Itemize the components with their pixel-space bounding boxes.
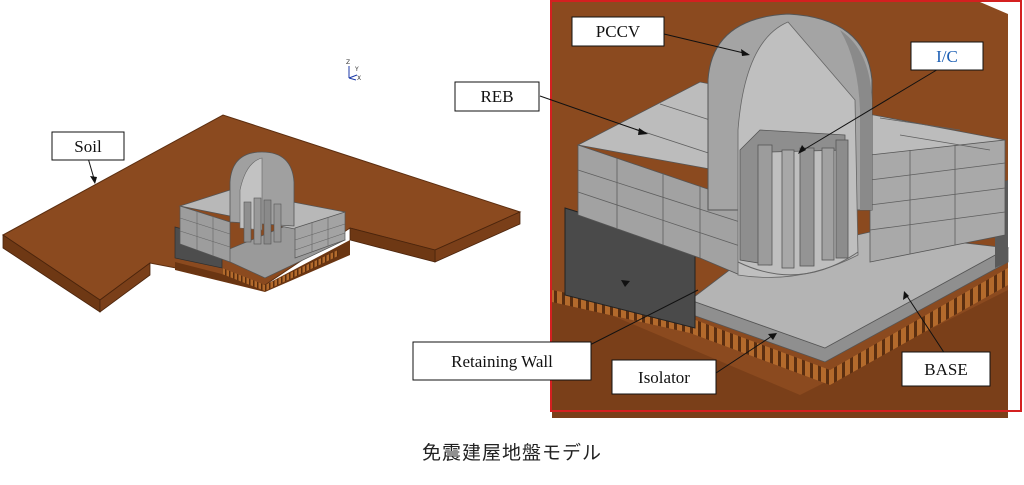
soil-side-inner — [349, 227, 436, 263]
zoom-frame — [550, 0, 1022, 412]
leader-arrowheads — [621, 49, 909, 340]
reb-small-grid — [179, 211, 346, 256]
reb-label: REB — [480, 87, 513, 106]
ic-label: I/C — [936, 47, 958, 66]
retaining-wall-label-box — [412, 341, 592, 381]
reb-label-box — [454, 81, 540, 112]
figure-caption: 免震建屋地盤モデル — [421, 442, 602, 464]
axis-x-label: X — [357, 75, 361, 82]
pit-base — [175, 240, 350, 292]
reb-small-right — [294, 211, 346, 259]
ic-walls — [739, 129, 849, 269]
isolator-label: Isolator — [638, 368, 690, 387]
isolator-strip-small — [222, 250, 338, 291]
ic-label-box — [910, 41, 984, 71]
soil-model-overview — [2, 114, 522, 313]
pccv-label-box — [571, 16, 665, 47]
zoomed-view — [552, 2, 1010, 418]
axis-triad: Z Y X — [346, 59, 361, 82]
soil-label: Soil — [74, 137, 102, 156]
soil-arrowhead — [90, 176, 97, 184]
ic-floor — [737, 251, 859, 276]
soil-label-box — [51, 131, 125, 161]
leaders — [539, 33, 946, 374]
pccv-dome-highlight — [840, 30, 872, 210]
isolator-band — [690, 268, 1008, 385]
isolator-label-box — [611, 359, 717, 395]
ic-small — [243, 197, 282, 245]
pccv-label: PCCV — [596, 22, 641, 41]
soil-zoom-light — [980, 2, 1008, 14]
axis-y-label: Y — [354, 66, 359, 73]
base-label-box — [901, 351, 991, 387]
axis-z-label: Z — [346, 59, 350, 66]
soil-side-front2 — [99, 262, 151, 313]
base-label: BASE — [924, 360, 967, 379]
reb-small-front — [179, 205, 231, 263]
retaining-wall-label: Retaining Wall — [451, 352, 553, 371]
